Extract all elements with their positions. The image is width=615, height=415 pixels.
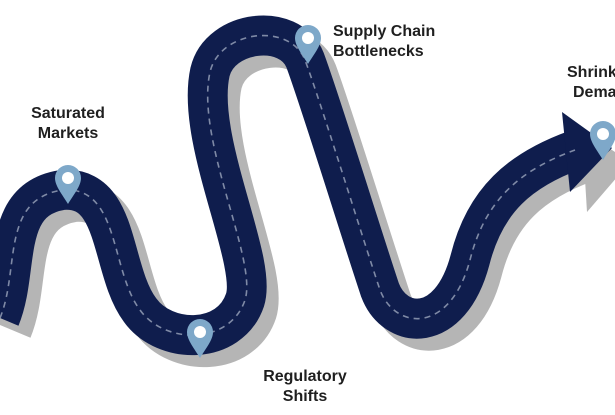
milestone-label-regulatory-shifts: Regulatory Shifts (245, 367, 365, 407)
pin-hole (302, 32, 314, 44)
pin-body (55, 165, 81, 204)
pin-body (590, 121, 615, 160)
milestone-label-line1: Shrinking (567, 64, 615, 81)
arrow-head (562, 112, 612, 192)
map-pin-icon (295, 25, 321, 64)
pin-hole (597, 128, 609, 140)
pin-hole (62, 172, 74, 184)
pin-body (187, 319, 213, 358)
milestone-label-shrinking-demand: Shrinking Demand (567, 63, 615, 103)
center-dash-path (0, 34, 576, 336)
map-pin-icon (55, 165, 81, 204)
road-center-dashes (0, 34, 576, 336)
map-pin-icon (187, 319, 213, 358)
milestone-label-line1: Saturated (31, 105, 105, 122)
milestone-label-line1: Regulatory (263, 368, 347, 385)
milestone-label-line2: Demand (573, 84, 615, 101)
milestone-label-line2: Markets (37, 125, 99, 142)
pin-body (295, 25, 321, 64)
milestone-label-supply-chain-bottlenecks: Supply Chain Bottlenecks (333, 22, 473, 62)
pin-hole (194, 326, 206, 338)
milestone-label-line2: Bottlenecks (333, 43, 424, 60)
milestone-label-saturated-markets: Saturated Markets (18, 104, 118, 144)
milestone-label-line2: Shifts (282, 388, 328, 405)
milestone-label-line1: Supply Chain (333, 23, 436, 40)
pins (55, 25, 615, 358)
road-body (0, 15, 612, 356)
map-pin-icon (590, 121, 615, 160)
